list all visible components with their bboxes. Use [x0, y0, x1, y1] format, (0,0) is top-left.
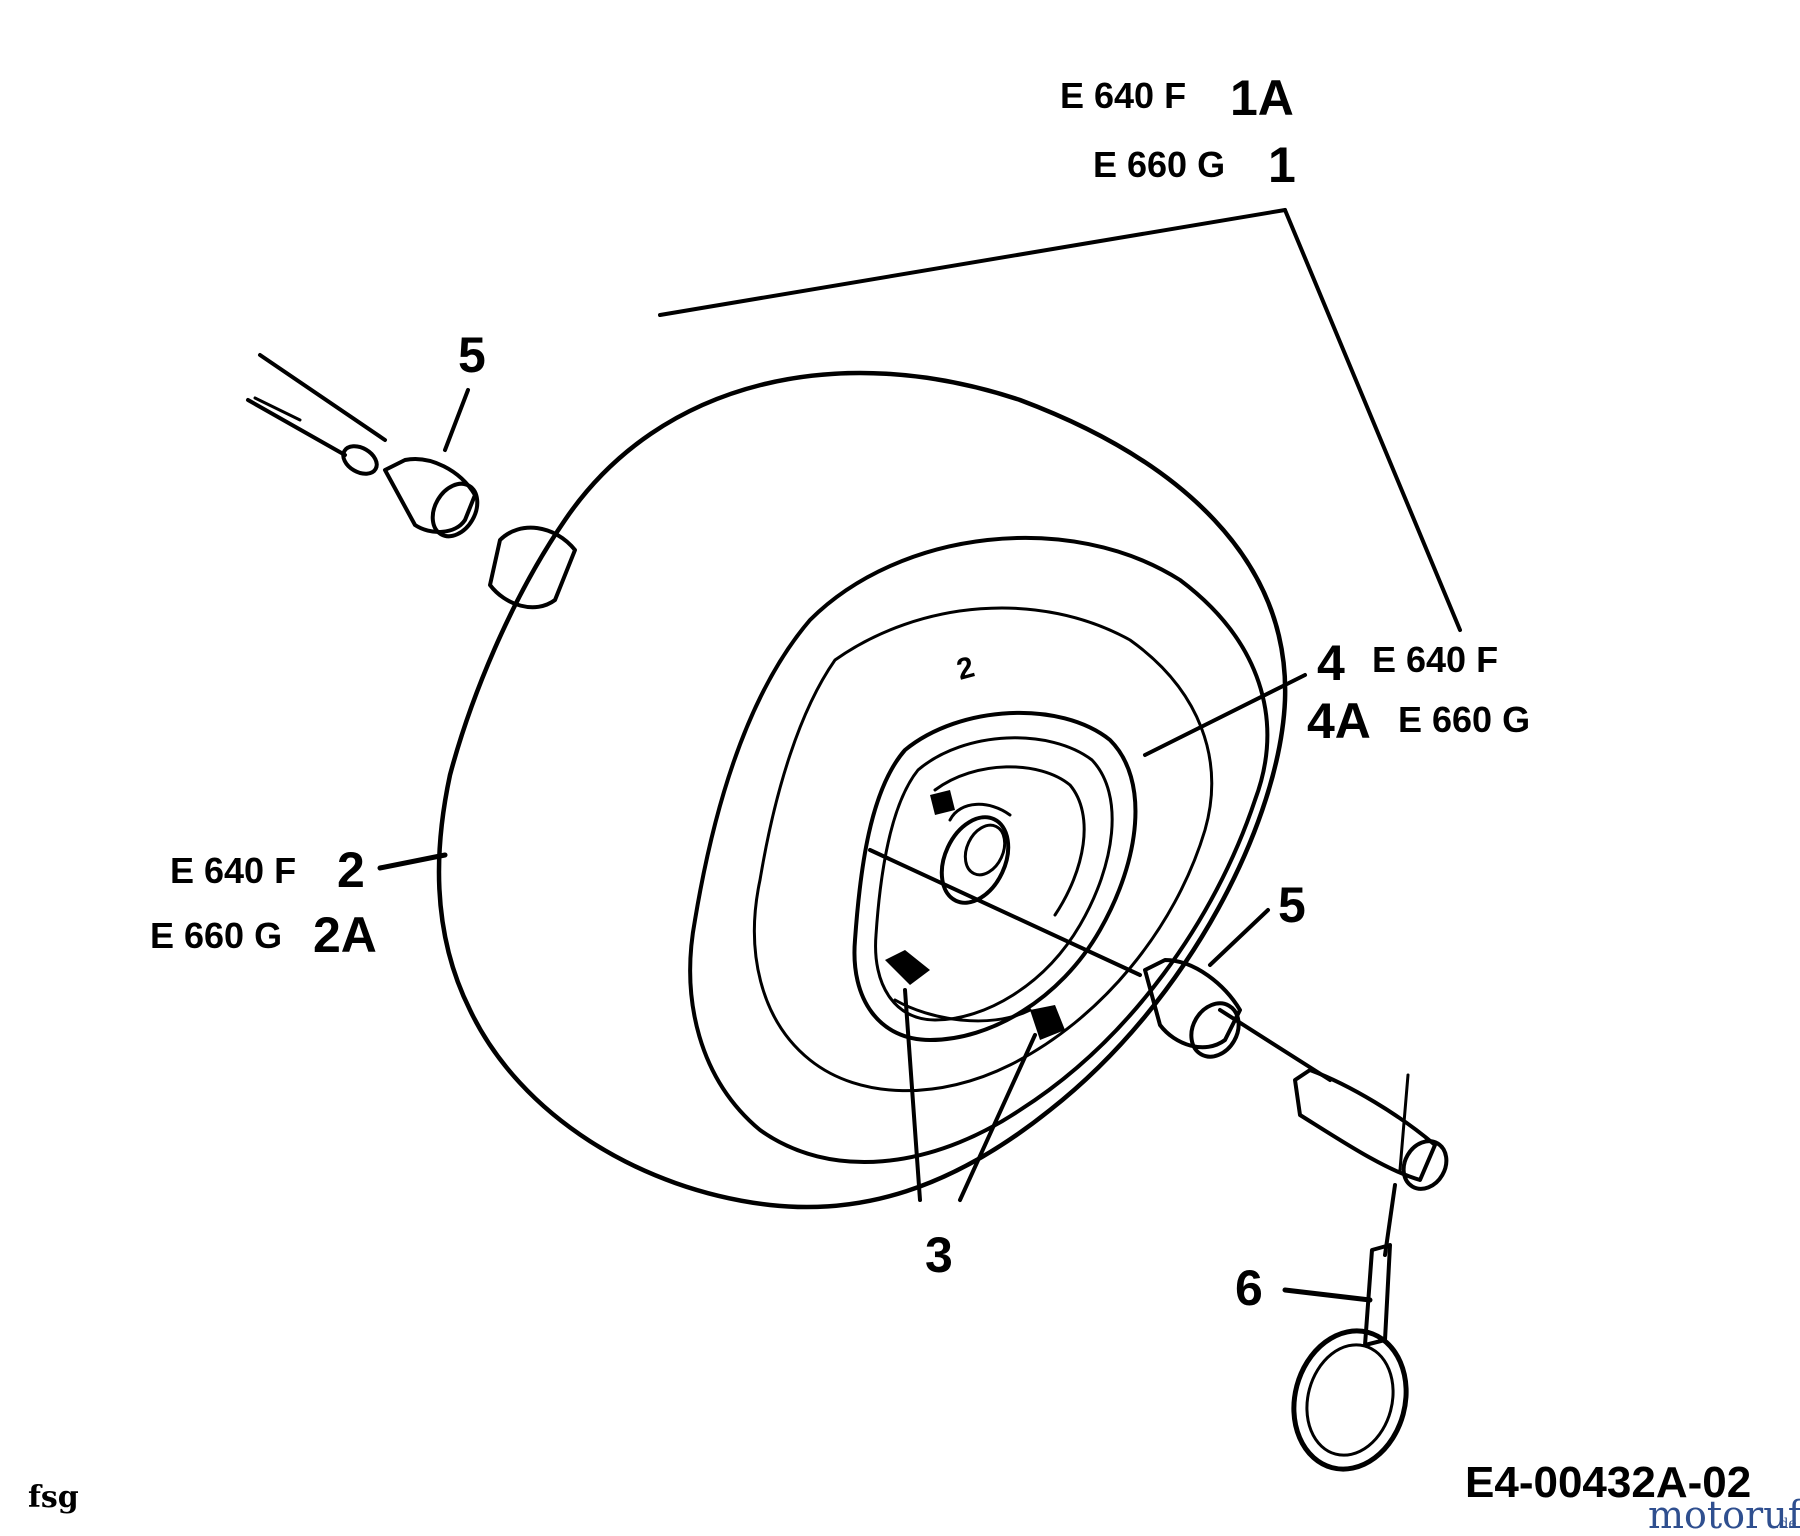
- drawing-code: E4-00432A-02: [1465, 1458, 1751, 1507]
- callout-top-model-2: E 660 G: [1093, 144, 1225, 185]
- watermark-suffix: .de: [1775, 1516, 1797, 1532]
- callout-part-5-right: 5: [1278, 877, 1306, 933]
- spacer-bushing-icon: [383, 457, 1449, 1191]
- callout-right-num-2: 4A: [1307, 693, 1371, 749]
- callout-part-5-left: 5: [458, 327, 486, 383]
- leader-lines: [377, 208, 1462, 1303]
- callout-left-model-1: E 640 F: [170, 850, 296, 891]
- watermark-text: motoruf: [1648, 1493, 1800, 1536]
- callout-top-num-1: 1A: [1230, 70, 1294, 126]
- callout-top-num-2: 1: [1268, 137, 1296, 193]
- callout-left-model-2: E 660 G: [150, 915, 282, 956]
- svg-text:2: 2: [953, 651, 978, 687]
- callout-right-model-1: E 640 F: [1372, 639, 1498, 680]
- wheel-drawing: 2: [436, 370, 1288, 1210]
- callout-top-model-1: E 640 F: [1060, 75, 1186, 116]
- ring-pin-icon: [1291, 1183, 1409, 1472]
- maker-mark: fsg: [28, 1480, 79, 1515]
- callout-part-6: 6: [1235, 1260, 1263, 1316]
- callout-part-3: 3: [925, 1227, 953, 1283]
- callout-right-model-2: E 660 G: [1398, 699, 1530, 740]
- axle-pin-icon: [246, 353, 1332, 1082]
- callout-right-num-1: 4: [1317, 635, 1345, 691]
- callout-left-num-2: 2A: [313, 907, 377, 963]
- callout-left-num-1: 2: [337, 842, 365, 898]
